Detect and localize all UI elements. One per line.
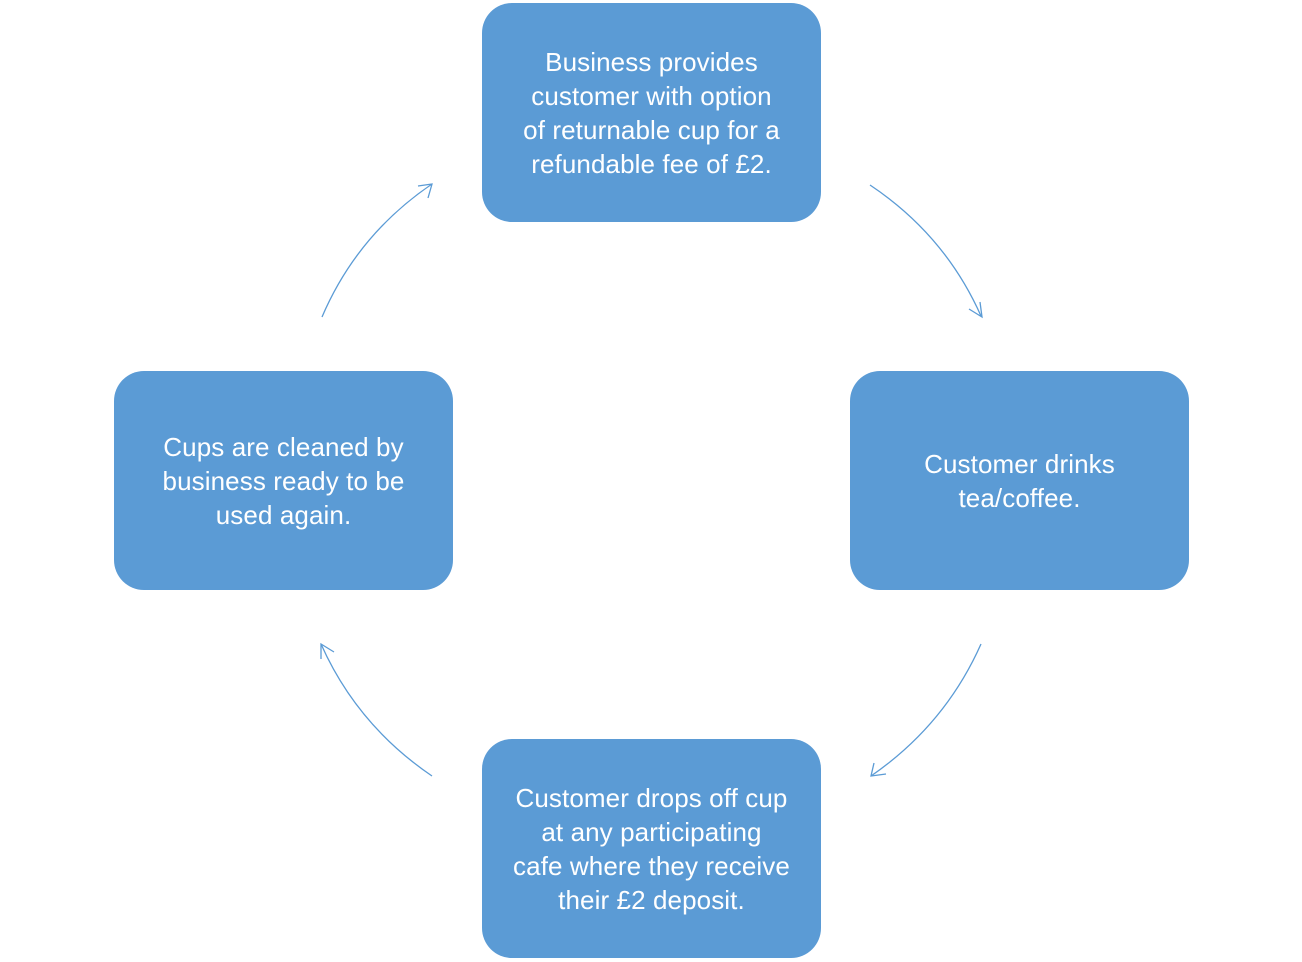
arrow-curve (321, 183, 433, 318)
arrow-curve (869, 184, 982, 317)
arrowhead-icon (417, 183, 433, 199)
step-node-4: Cups are cleaned by business ready to be… (114, 371, 453, 590)
arrowhead-icon (320, 642, 335, 659)
step-label: Customer drops off cup at any participat… (513, 782, 790, 915)
step-label: Cups are cleaned by business ready to be… (162, 431, 405, 530)
step-label: Customer drinks tea/coffee. (924, 448, 1115, 513)
arrow-step3-to-step4 (320, 642, 433, 777)
step-node-2: Customer drinks tea/coffee. (850, 371, 1189, 590)
step-node-3: Customer drops off cup at any participat… (482, 739, 821, 958)
arrowhead-icon (968, 301, 983, 319)
arrowhead-icon (870, 762, 887, 777)
step-label: Business provides customer with option o… (523, 46, 780, 179)
arrow-curve (870, 643, 982, 777)
arrow-curve (320, 643, 433, 777)
arrow-step2-to-step3 (870, 643, 982, 777)
step-node-1: Business provides customer with option o… (482, 3, 821, 222)
arrow-step1-to-step2 (869, 184, 983, 319)
arrow-step4-to-step1 (321, 183, 433, 318)
